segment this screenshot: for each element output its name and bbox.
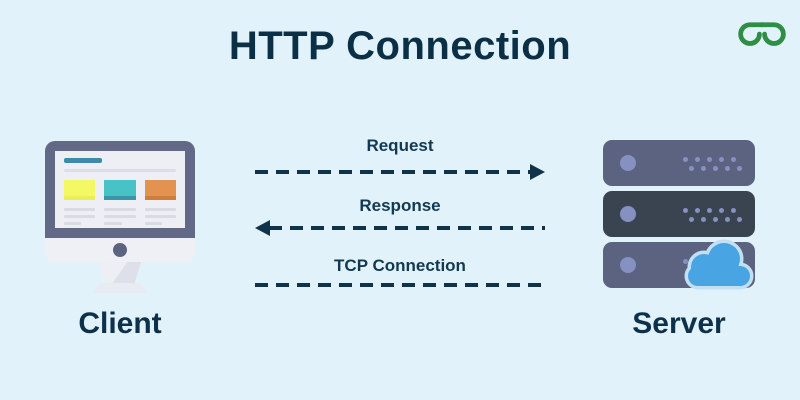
screen-cards [64,180,176,200]
response-label: Response [359,196,441,215]
client-label: Client [78,307,162,340]
screen-text-lines [64,208,176,229]
monitor-frame [45,141,195,238]
server-led-icon [620,155,636,171]
request-label: Request [366,136,434,155]
card-yellow [64,180,96,200]
arrowhead-left-icon [255,220,270,236]
dashed-line [255,170,531,174]
monitor-stand-base [92,283,148,293]
dashed-line [269,226,545,230]
server-vents [683,157,742,175]
browser-header-bar [64,158,102,163]
server-unit-top [603,140,755,186]
server-vents [683,208,742,226]
monitor-chin [45,238,195,262]
connection-flows: Request Response TCP Connection [255,132,545,302]
page-title: HTTP Connection [228,24,572,68]
desktop-computer-icon [45,141,195,293]
geeksforgeeks-logo-icon [738,22,786,46]
arrowhead-right-icon [530,164,545,180]
dashed-line [255,283,545,287]
server-rack-icon [603,140,755,290]
tcp-connection-line [255,277,545,293]
server-unit-middle [603,191,755,237]
server-led-icon [620,257,636,273]
tcp-connection-label: TCP Connection [334,256,466,275]
monitor-stand-neck [98,262,142,283]
screen-divider [64,169,176,172]
card-orange [144,180,176,200]
server-label: Server [632,307,726,340]
monitor-screen [55,151,185,228]
card-teal [104,180,136,200]
cloud-icon [684,239,754,290]
response-arrow [255,220,545,236]
request-arrow [255,164,545,180]
server-led-icon [620,206,636,222]
monitor-button [113,243,127,257]
